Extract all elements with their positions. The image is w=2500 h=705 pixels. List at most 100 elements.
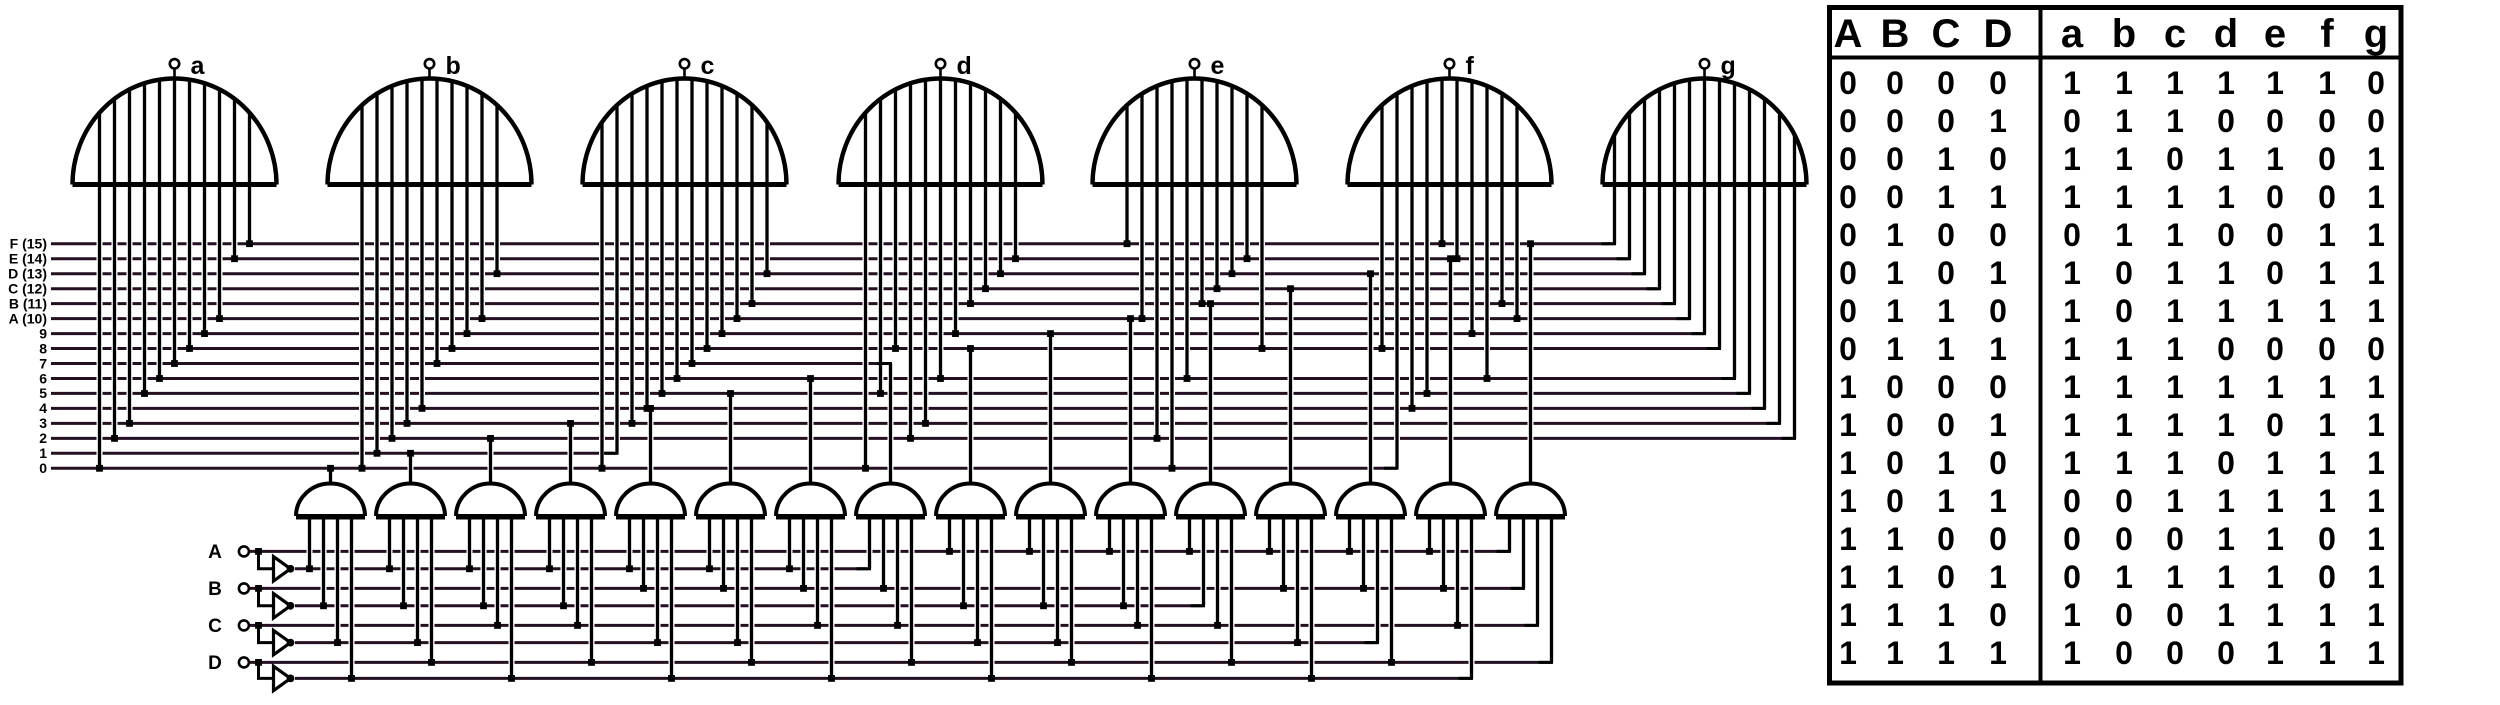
svg-text:1: 1 [2367,597,2385,633]
svg-text:1: 1 [1937,179,1955,215]
svg-text:d: d [2214,12,2238,56]
svg-text:1: 1 [2266,141,2284,177]
svg-text:1: 1 [2166,483,2184,519]
svg-text:1: 1 [2166,103,2184,139]
svg-text:a: a [2061,12,2084,56]
svg-text:a: a [191,52,206,80]
svg-text:1: 1 [2217,141,2235,177]
svg-text:0: 0 [2115,635,2133,671]
svg-text:b: b [2112,12,2136,56]
svg-text:0: 0 [1839,331,1857,367]
svg-text:1: 1 [2115,331,2133,367]
svg-text:1: 1 [2063,635,2081,671]
svg-text:0: 0 [2115,483,2133,519]
svg-text:1: 1 [2063,331,2081,367]
svg-text:1: 1 [2318,369,2336,405]
svg-text:1: 1 [2318,597,2336,633]
svg-text:1: 1 [2115,369,2133,405]
svg-text:1: 1 [1886,559,1904,595]
svg-text:1: 1 [1989,407,2007,443]
svg-text:1: 1 [1886,255,1904,291]
svg-text:1: 1 [2063,445,2081,481]
svg-text:B: B [208,579,222,600]
svg-text:1: 1 [1989,559,2007,595]
svg-text:1: 1 [2166,407,2184,443]
svg-text:0: 0 [2318,559,2336,595]
svg-text:1: 1 [2166,445,2184,481]
svg-text:0: 0 [1937,559,1955,595]
svg-text:c: c [2164,12,2186,56]
svg-text:9: 9 [39,325,47,341]
svg-text:A (10): A (10) [9,310,47,326]
svg-text:0: 0 [2115,597,2133,633]
svg-text:1: 1 [2166,293,2184,329]
svg-text:1: 1 [2166,559,2184,595]
svg-text:1: 1 [2115,407,2133,443]
svg-text:1: 1 [39,445,47,461]
svg-text:2: 2 [39,430,47,446]
svg-text:1: 1 [2318,407,2336,443]
svg-text:1: 1 [2166,65,2184,101]
svg-text:0: 0 [1989,65,2007,101]
svg-text:0: 0 [1886,483,1904,519]
svg-text:1: 1 [2217,597,2235,633]
svg-text:1: 1 [1839,483,1857,519]
svg-text:0: 0 [1886,407,1904,443]
svg-text:1: 1 [1937,141,1955,177]
svg-text:D: D [208,653,222,674]
svg-text:g: g [1721,52,1736,80]
svg-text:1: 1 [2266,293,2284,329]
svg-text:1: 1 [2367,407,2385,443]
svg-text:1: 1 [2367,141,2385,177]
svg-text:0: 0 [1937,521,1955,557]
svg-text:1: 1 [2266,521,2284,557]
svg-text:0: 0 [1839,141,1857,177]
svg-text:C (12): C (12) [8,281,47,297]
svg-text:1: 1 [1937,331,1955,367]
svg-text:0: 0 [1937,407,1955,443]
svg-text:1: 1 [2318,483,2336,519]
svg-text:0: 0 [1839,217,1857,253]
svg-text:0: 0 [2217,635,2235,671]
svg-text:1: 1 [2166,179,2184,215]
svg-text:1: 1 [1989,483,2007,519]
svg-text:0: 0 [1937,65,1955,101]
svg-text:1: 1 [1937,445,1955,481]
svg-text:0: 0 [2217,217,2235,253]
svg-text:0: 0 [2063,483,2081,519]
svg-text:1: 1 [2367,521,2385,557]
svg-text:1: 1 [2063,293,2081,329]
svg-text:1: 1 [1989,179,2007,215]
svg-text:1: 1 [1886,293,1904,329]
svg-text:1: 1 [1937,635,1955,671]
svg-text:0: 0 [2166,521,2184,557]
svg-text:0: 0 [1839,103,1857,139]
svg-text:g: g [2364,12,2388,56]
svg-text:0: 0 [2217,103,2235,139]
svg-text:0: 0 [2063,103,2081,139]
svg-text:0: 0 [2166,635,2184,671]
svg-text:1: 1 [1839,635,1857,671]
svg-text:1: 1 [2166,369,2184,405]
svg-text:1: 1 [1937,483,1955,519]
svg-text:B: B [1881,12,1910,56]
svg-text:d: d [957,52,972,80]
svg-text:0: 0 [2318,179,2336,215]
svg-text:0: 0 [2367,65,2385,101]
svg-text:1: 1 [2115,217,2133,253]
svg-text:1: 1 [2166,331,2184,367]
svg-text:1: 1 [2367,217,2385,253]
svg-text:0: 0 [1937,255,1955,291]
svg-text:0: 0 [2063,559,2081,595]
svg-text:0: 0 [2318,331,2336,367]
svg-text:0: 0 [2318,521,2336,557]
svg-text:1: 1 [1886,217,1904,253]
svg-text:0: 0 [2115,293,2133,329]
svg-text:1: 1 [2063,597,2081,633]
svg-text:1: 1 [2217,521,2235,557]
svg-text:3: 3 [39,415,47,431]
svg-text:0: 0 [1886,369,1904,405]
svg-text:0: 0 [1886,65,1904,101]
svg-text:1: 1 [2115,179,2133,215]
svg-text:4: 4 [39,400,47,416]
